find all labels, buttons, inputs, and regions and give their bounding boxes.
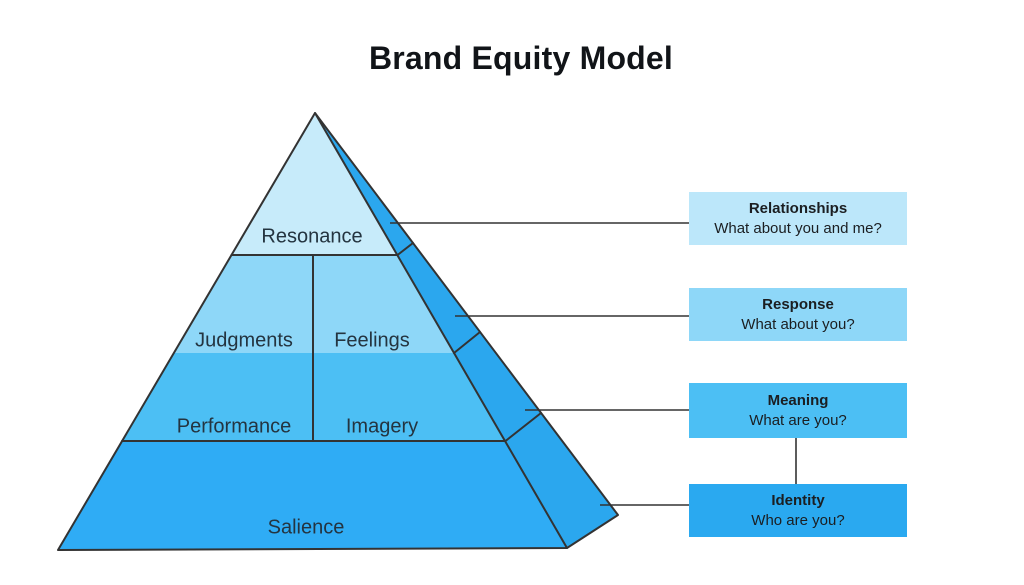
- stage-box-identity: Identity Who are you?: [689, 484, 907, 537]
- label-feelings: Feelings: [334, 329, 410, 352]
- pyramid-tier-salience: [58, 441, 567, 550]
- stage-title-identity: Identity: [771, 491, 825, 509]
- stage-connectors: [390, 222, 797, 506]
- pyramid-side-face: [315, 113, 618, 548]
- label-salience: Salience: [267, 516, 345, 539]
- stage-question-response: What about you?: [741, 315, 855, 333]
- pyramid-edges: [57, 112, 619, 551]
- stage-box-relationships: Relationships What about you and me?: [689, 192, 907, 245]
- pyramid-tier-resonance: [231, 113, 398, 255]
- side-tick-2: [453, 331, 481, 354]
- stage-box-response: Response What about you?: [689, 288, 907, 341]
- side-tick-1: [396, 242, 414, 256]
- stage-title-response: Response: [762, 295, 834, 313]
- page-title: Brand Equity Model: [368, 40, 674, 76]
- stage-question-meaning: What are you?: [749, 411, 847, 429]
- stage-title-meaning: Meaning: [767, 391, 829, 409]
- label-judgments: Judgments: [195, 329, 293, 352]
- side-tick-3: [504, 412, 542, 442]
- stage-question-identity: Who are you?: [751, 511, 845, 529]
- stage-title-relationships: Relationships: [748, 199, 848, 217]
- label-imagery: Imagery: [345, 415, 419, 438]
- label-performance: Performance: [176, 415, 292, 438]
- side-face-outline: [314, 112, 619, 549]
- stage-question-relationships: What about you and me?: [714, 219, 882, 237]
- stage-box-meaning: Meaning What are you?: [689, 383, 907, 438]
- front-face-outline: [57, 112, 568, 551]
- label-resonance: Resonance: [261, 225, 363, 248]
